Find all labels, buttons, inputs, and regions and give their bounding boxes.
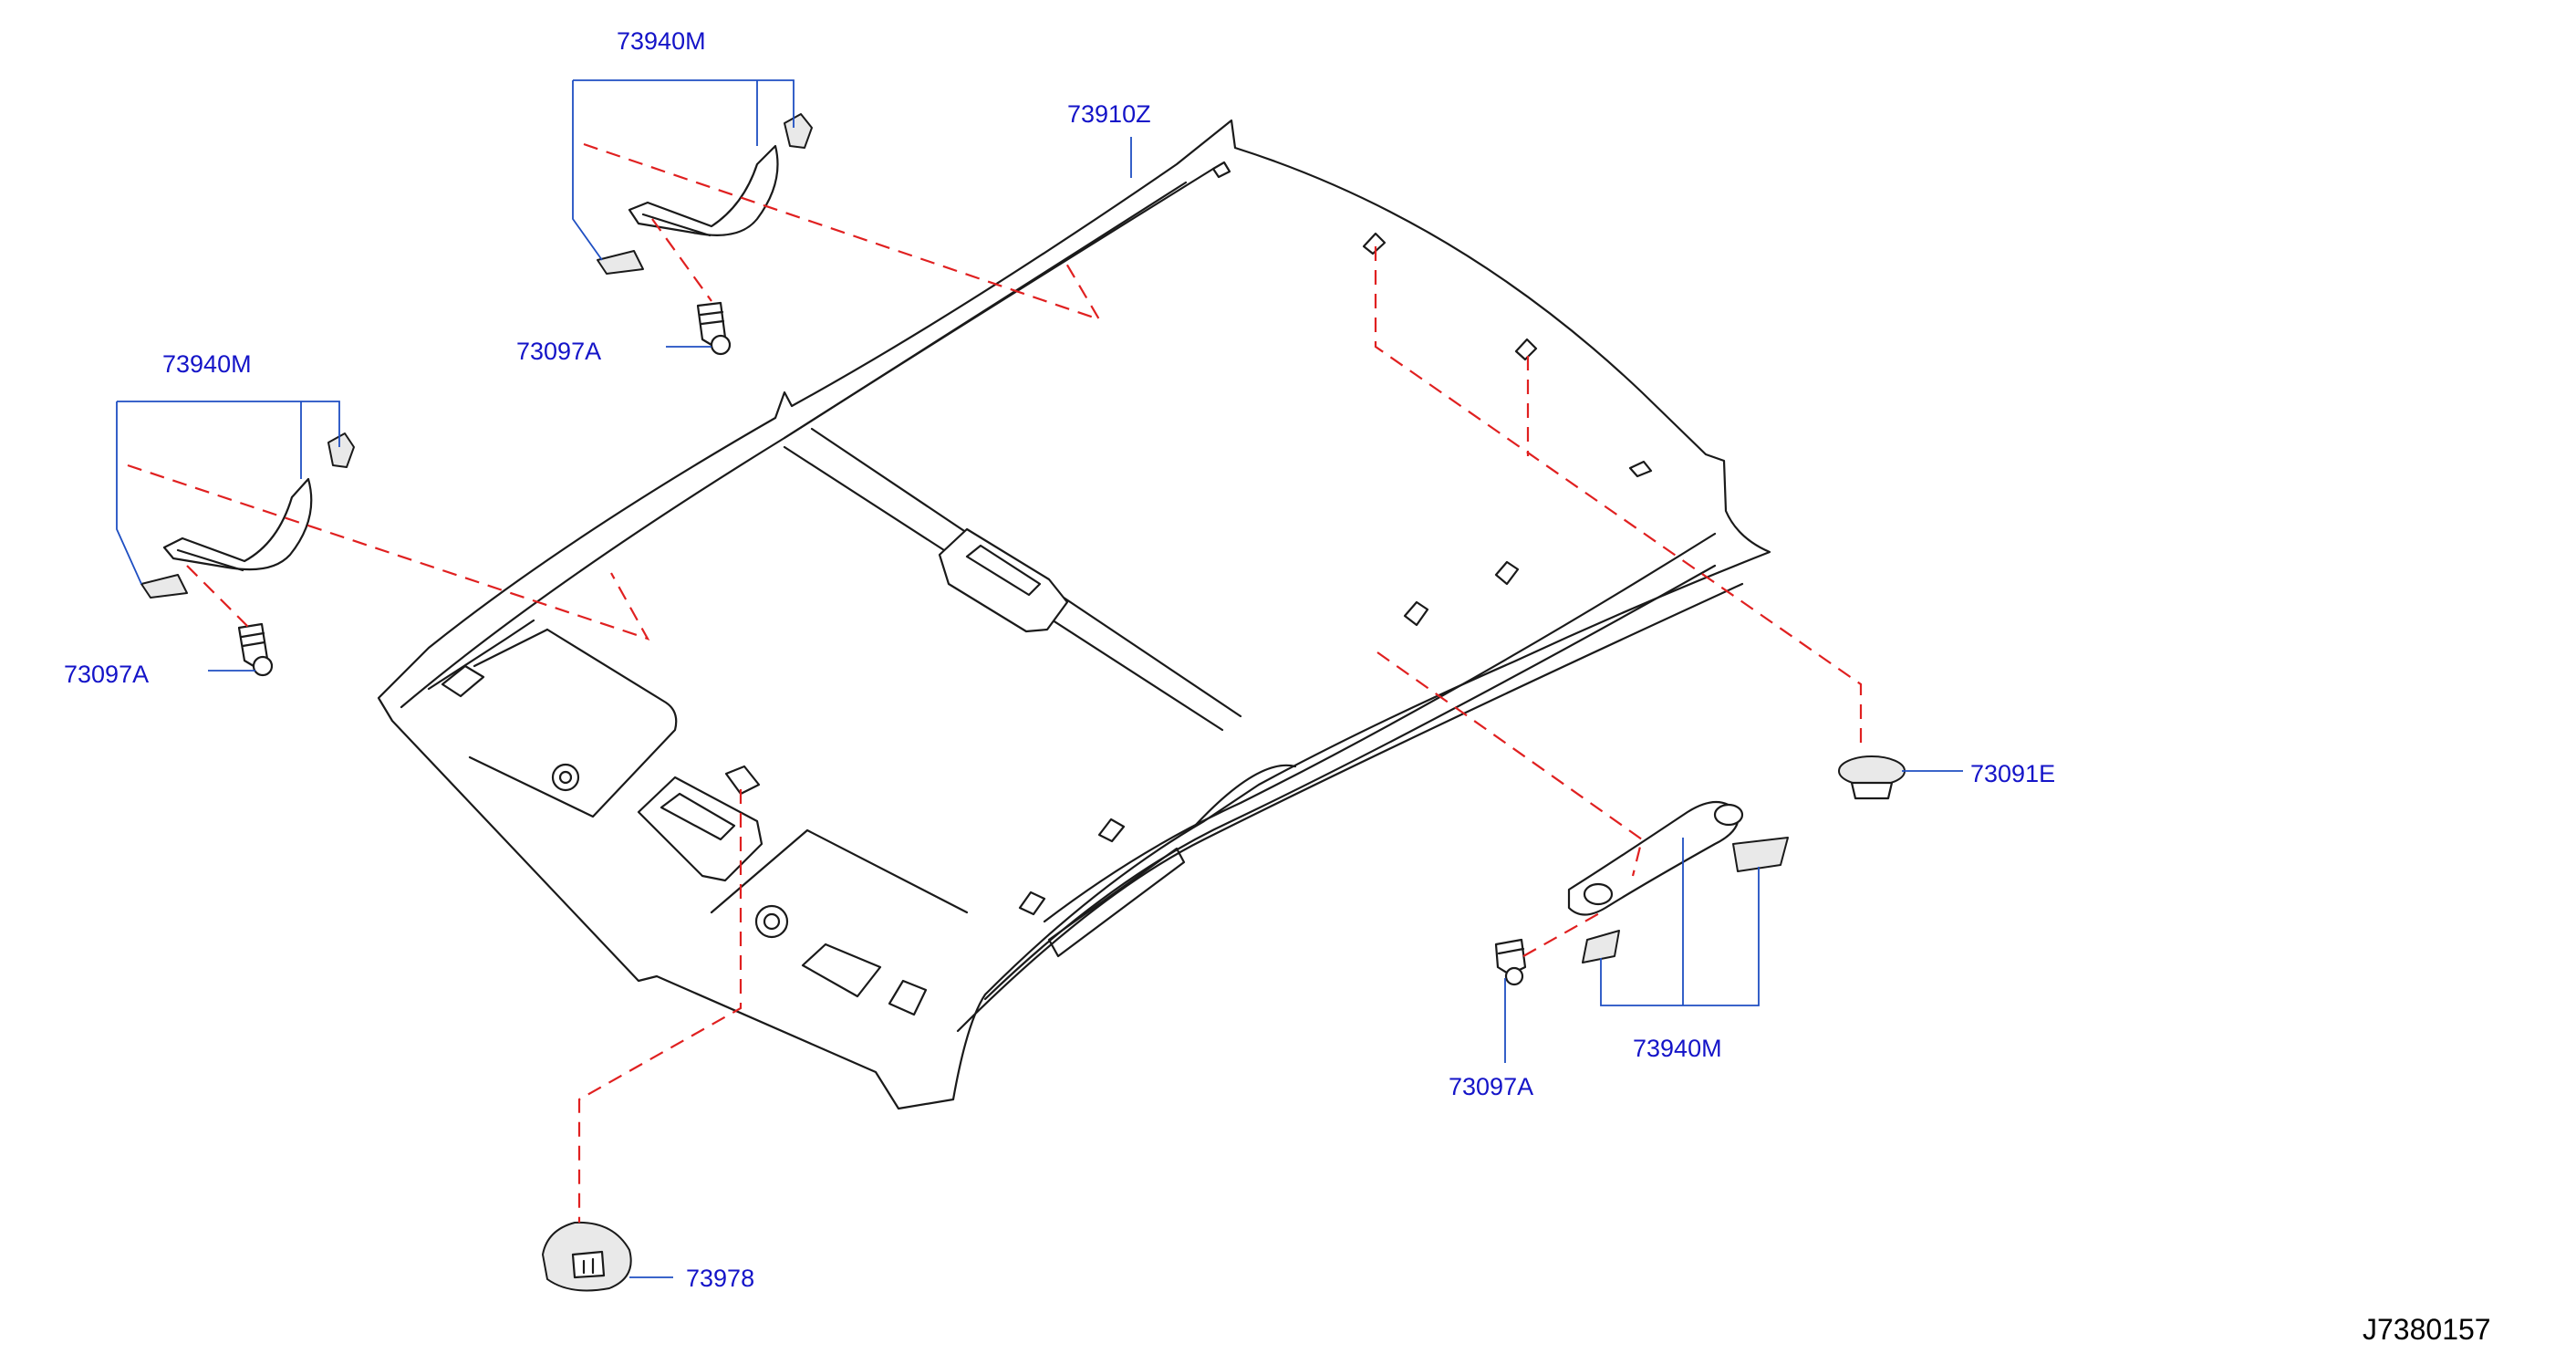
label-headlining: 73910Z [1067,100,1151,128]
assist-grip-left [140,432,355,599]
label-bolt-upper: 73097A [516,338,601,365]
label-bolt-left: 73097A [64,661,149,688]
label-grip-right: 73940M [1633,1035,1722,1062]
leader-lines [116,79,1963,1278]
headlining-panel [377,119,1771,1110]
grip-bolt-left [237,622,274,677]
grip-bolt-upper [696,301,732,356]
label-lamp: 73978 [686,1265,754,1292]
assist-grip-upper [597,113,813,275]
assembly-guides [127,142,1863,1223]
grip-bolt-right [1494,938,1527,986]
headlining-clip [1838,755,1906,800]
label-bolt-right: 73097A [1449,1073,1533,1100]
map-lamp [542,1221,632,1292]
label-grip-upper: 73940M [617,27,706,55]
label-grip-left: 73940M [162,350,252,378]
diagram-reference-code: J7380157 [2363,1313,2491,1346]
label-clip: 73091E [1970,760,2055,787]
assist-grip-right [1567,801,1789,963]
